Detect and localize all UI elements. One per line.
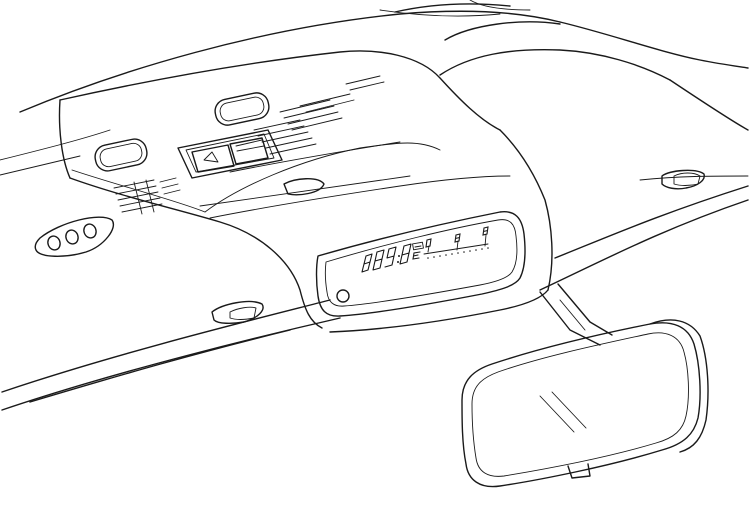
display-reset-button[interactable]	[336, 289, 350, 303]
left-lamp-button[interactable]	[93, 137, 149, 173]
opener-button-1[interactable]	[46, 234, 62, 251]
opener-button-2[interactable]	[64, 228, 80, 245]
right-trim-clip	[661, 169, 705, 190]
right-grille	[253, 75, 385, 155]
right-lamp-button[interactable]	[213, 91, 271, 128]
lcd-bar-dots	[427, 247, 489, 259]
left-trim-clip	[211, 300, 264, 325]
opener-button-3[interactable]	[82, 222, 98, 239]
map-lamp-controls	[93, 91, 325, 196]
console-housing	[58, 50, 553, 333]
rearview-mirror	[461, 319, 709, 488]
small-lamp-lens	[283, 178, 325, 196]
headliner	[0, 3, 749, 411]
left-grille	[113, 177, 181, 215]
lcd-display	[336, 226, 489, 303]
mirror-stem	[539, 283, 613, 346]
lcd-indicator-box	[412, 241, 424, 251]
sunroof-edge	[379, 0, 531, 17]
sunroof-switch[interactable]	[191, 137, 269, 173]
lcd-digit-segments	[361, 243, 412, 273]
lcd-bar-scale	[423, 243, 489, 255]
garage-opener	[34, 216, 115, 257]
